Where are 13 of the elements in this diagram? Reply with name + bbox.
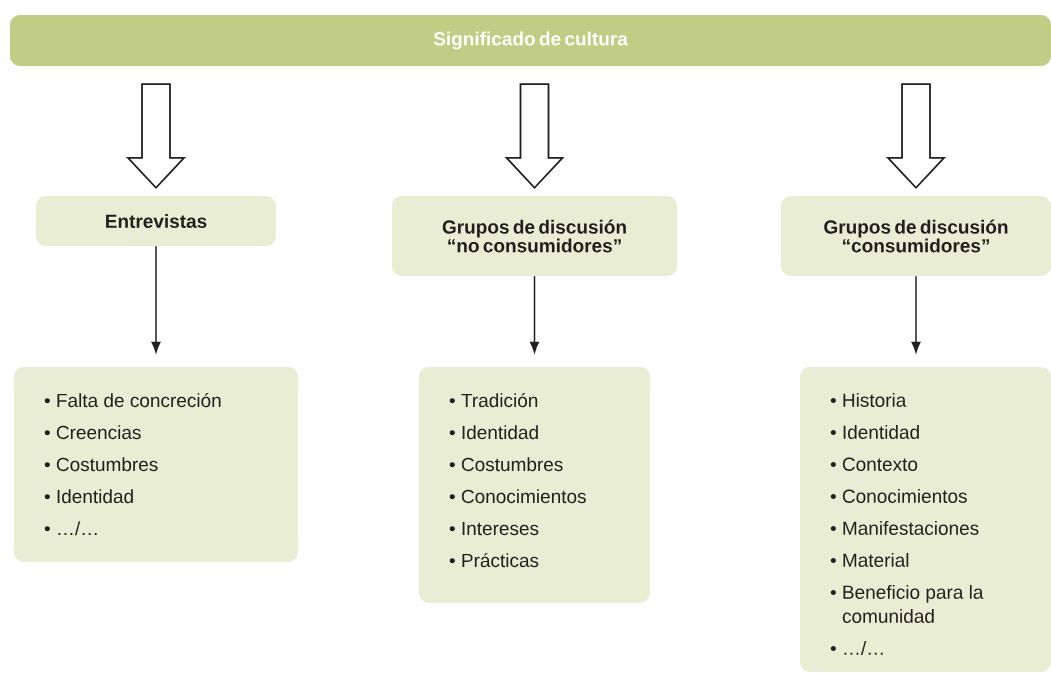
block-arrow <box>885 83 947 190</box>
label-box: Entrevistas <box>36 196 276 246</box>
block-arrow <box>504 83 565 190</box>
header-bar: Significado de cultura <box>10 15 1051 66</box>
list-box: • Falta de concreción • Creencias • Costumbres • Identidad • …/… <box>14 367 298 562</box>
label-box: Grupos de discusión “no consumidores” <box>392 196 677 276</box>
arrow <box>911 275 921 353</box>
arrow <box>530 275 539 353</box>
block-arrow <box>125 83 187 190</box>
list-box: • Historia • Identidad • Contexto • Conocimientos • Manifestaciones • Material • Beneficio para la comunidad • …/… <box>800 367 1051 672</box>
list-box: • Tradición • Identidad • Costumbres • Conocimientos • Intereses • Prácticas <box>419 367 650 603</box>
label-box: Grupos de discusión “consumidores” <box>781 196 1051 276</box>
arrow <box>151 245 161 353</box>
